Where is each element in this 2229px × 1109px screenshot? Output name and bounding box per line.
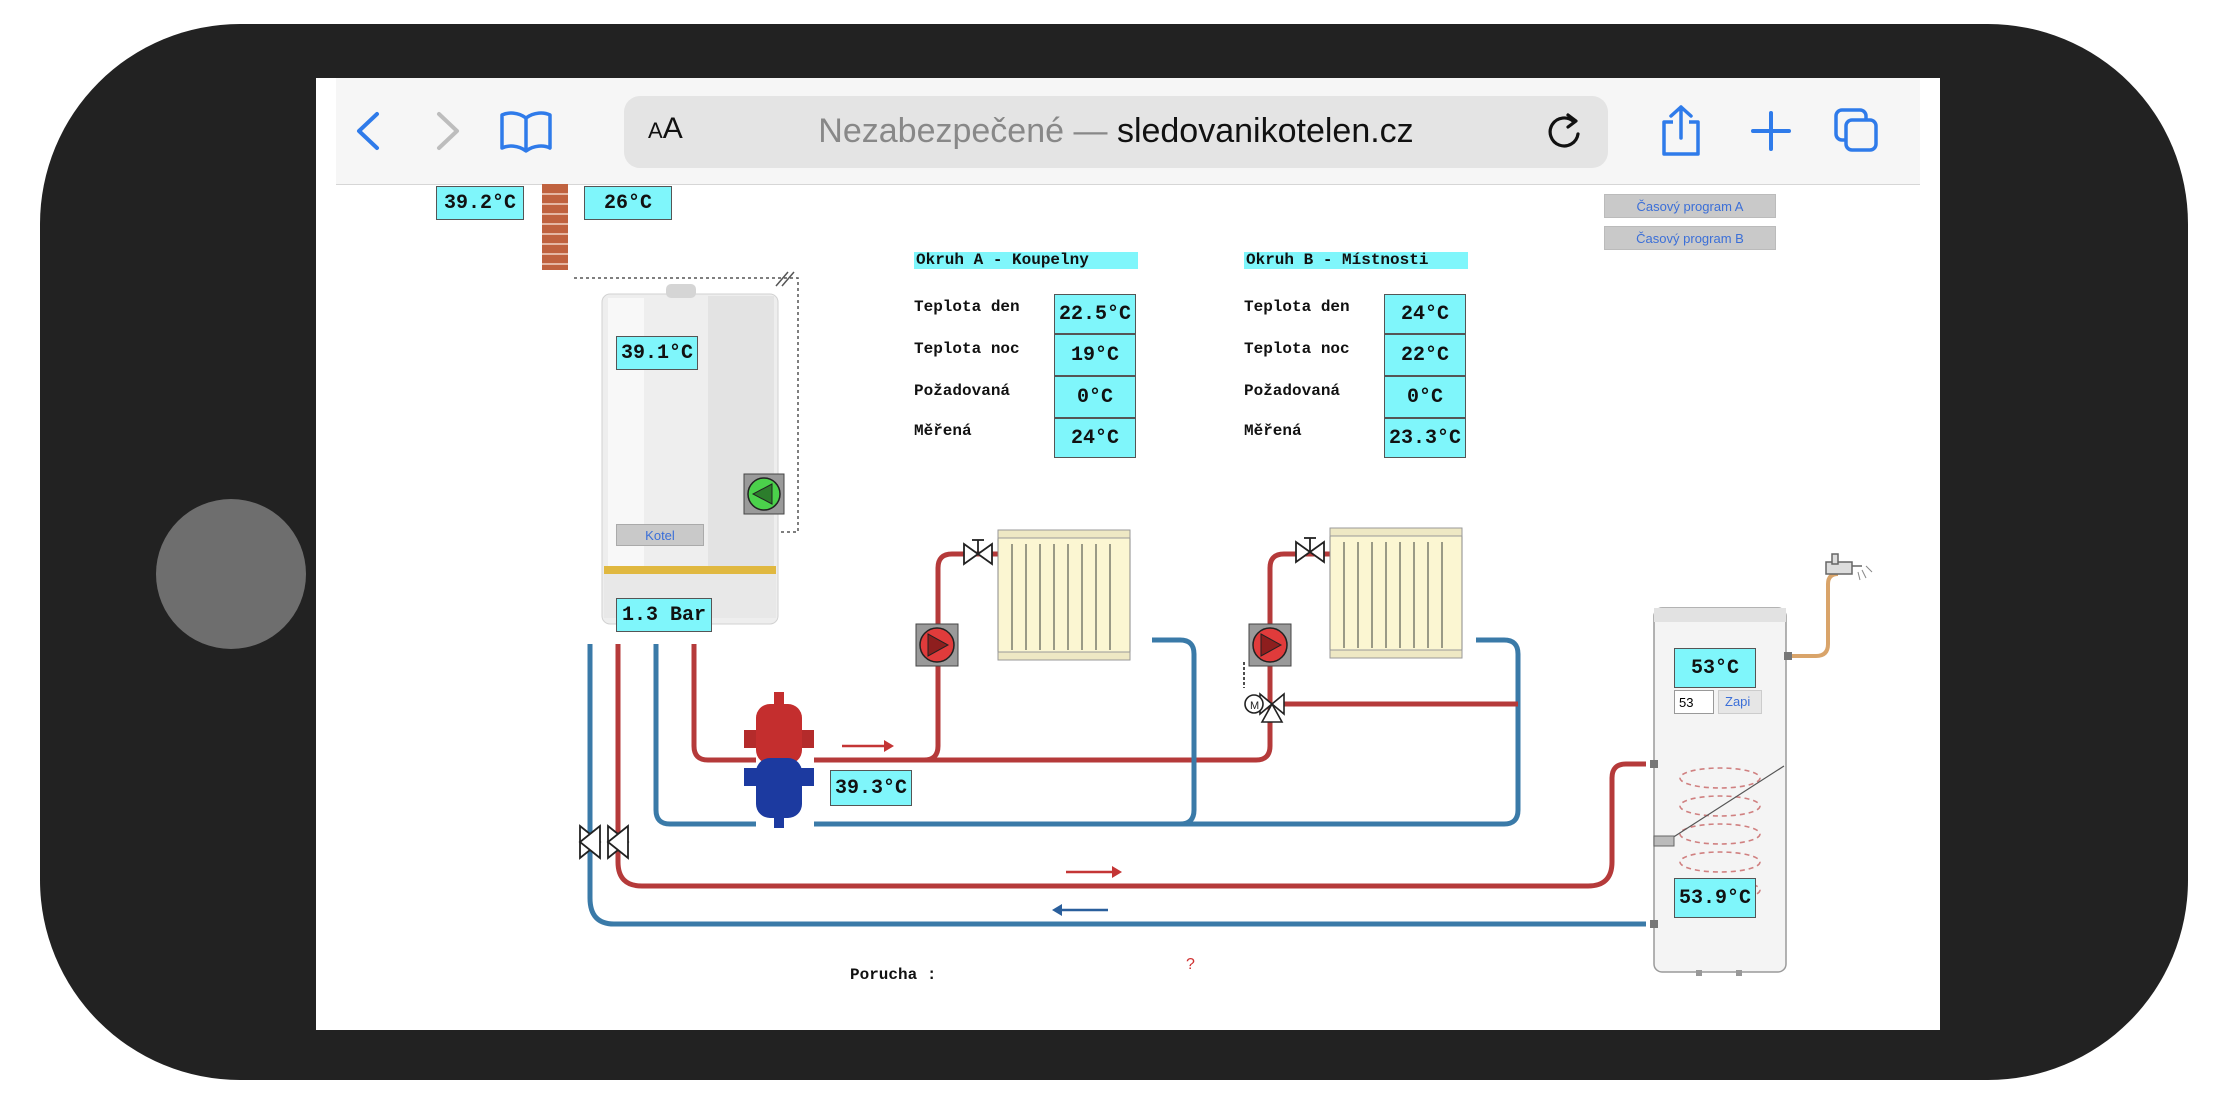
circuit-a-title: Okruh A - Koupelny — [914, 252, 1138, 269]
circuit-b-measured-value: 23.3°C — [1384, 418, 1466, 458]
hydraulic-separator — [744, 692, 814, 828]
home-button[interactable] — [156, 499, 306, 649]
schedule-a-button[interactable]: Časový program A — [1604, 194, 1776, 218]
radiator-b — [1329, 527, 1463, 659]
circuit-a-night-label: Teplota noc — [914, 340, 1020, 358]
tank-bottom-temp: 53.9°C — [1674, 878, 1756, 918]
bookmarks-icon[interactable] — [496, 106, 556, 156]
circuit-b-night-label: Teplota noc — [1244, 340, 1350, 358]
circuit-a-return — [1152, 637, 1197, 827]
circuit-a-required-label: Požadovaná — [914, 382, 1011, 400]
new-tab-icon[interactable] — [1746, 106, 1796, 156]
reload-icon[interactable] — [1542, 110, 1586, 154]
fault-value: ? — [1186, 956, 1195, 973]
return-pipe-tank — [587, 644, 1646, 927]
hot-water-outlet — [1788, 572, 1839, 658]
circuit-b-night-value: 22°C — [1384, 334, 1466, 376]
tap-icon — [1825, 553, 1873, 581]
circuit-a-required-value: 0°C — [1054, 376, 1136, 418]
circuit-b-pump-icon — [1248, 623, 1292, 667]
shutoff-valve-icon — [578, 824, 630, 860]
radiator-a-valve-icon — [963, 539, 993, 566]
svg-text:M: M — [1250, 700, 1259, 712]
circuit-a-supply — [814, 551, 1016, 763]
radiator-a — [997, 529, 1131, 661]
circuit-b-return — [814, 637, 1521, 827]
browser-toolbar: AA Nezabezpečené — sledovanikotelen.cz — [336, 78, 1920, 185]
boiler-pump-icon — [743, 473, 785, 515]
address-bar[interactable]: AA Nezabezpečené — sledovanikotelen.cz — [624, 96, 1608, 168]
chimney — [542, 184, 568, 270]
fault-label: Porucha : — [850, 966, 937, 984]
circuit-b-measured-label: Měřená — [1244, 422, 1302, 440]
tank-setpoint-button[interactable]: Zapi — [1718, 690, 1762, 714]
circuit-b-required-label: Požadovaná — [1244, 382, 1341, 400]
circuit-a-measured-label: Měřená — [914, 422, 972, 440]
circuit-a-night-value: 19°C — [1054, 334, 1136, 376]
circuit-b-day-value: 24°C — [1384, 294, 1466, 334]
tank-setpoint-input[interactable] — [1674, 690, 1714, 714]
kotel-button[interactable]: Kotel — [616, 524, 704, 546]
circuit-a-day-label: Teplota den — [914, 298, 1020, 316]
back-icon[interactable] — [344, 106, 394, 156]
return-pipe-boiler — [653, 644, 756, 827]
text-size-button[interactable]: AA — [648, 112, 683, 145]
tank-top-temp: 53°C — [1674, 648, 1756, 688]
control-wire — [574, 277, 799, 533]
boiler-pressure: 1.3 Bar — [616, 598, 712, 632]
supply-pipe-tank — [615, 644, 1646, 889]
tabs-icon[interactable] — [1832, 106, 1882, 156]
outdoor-temp-left: 39.2°C — [436, 186, 524, 220]
separator-temp: 39.3°C — [830, 770, 912, 806]
circuit-a-measured-value: 24°C — [1054, 418, 1136, 458]
schedule-b-button[interactable]: Časový program B — [1604, 226, 1776, 250]
flow-arrows — [842, 740, 1122, 916]
radiator-b-valve-icon — [1295, 537, 1325, 564]
supply-pipe-boiler — [691, 644, 756, 763]
mixing-valve-icon: M — [1243, 662, 1285, 723]
circuit-a-day-value: 22.5°C — [1054, 294, 1136, 334]
circuit-b-day-label: Teplota den — [1244, 298, 1350, 316]
circuit-b-title: Okruh B - Místnosti — [1244, 252, 1468, 269]
boiler-unit — [601, 284, 779, 625]
browser-screen: AA Nezabezpečené — sledovanikotelen.cz — [316, 78, 1940, 1030]
circuit-b-required-value: 0°C — [1384, 376, 1466, 418]
url-text: Nezabezpečené — sledovanikotelen.cz — [818, 112, 1414, 150]
boiler-temp: 39.1°C — [616, 336, 698, 370]
forward-icon[interactable] — [422, 106, 472, 156]
circuit-a-pump-icon — [915, 623, 959, 667]
outdoor-temp-right: 26°C — [584, 186, 672, 220]
share-icon[interactable] — [1656, 105, 1706, 156]
